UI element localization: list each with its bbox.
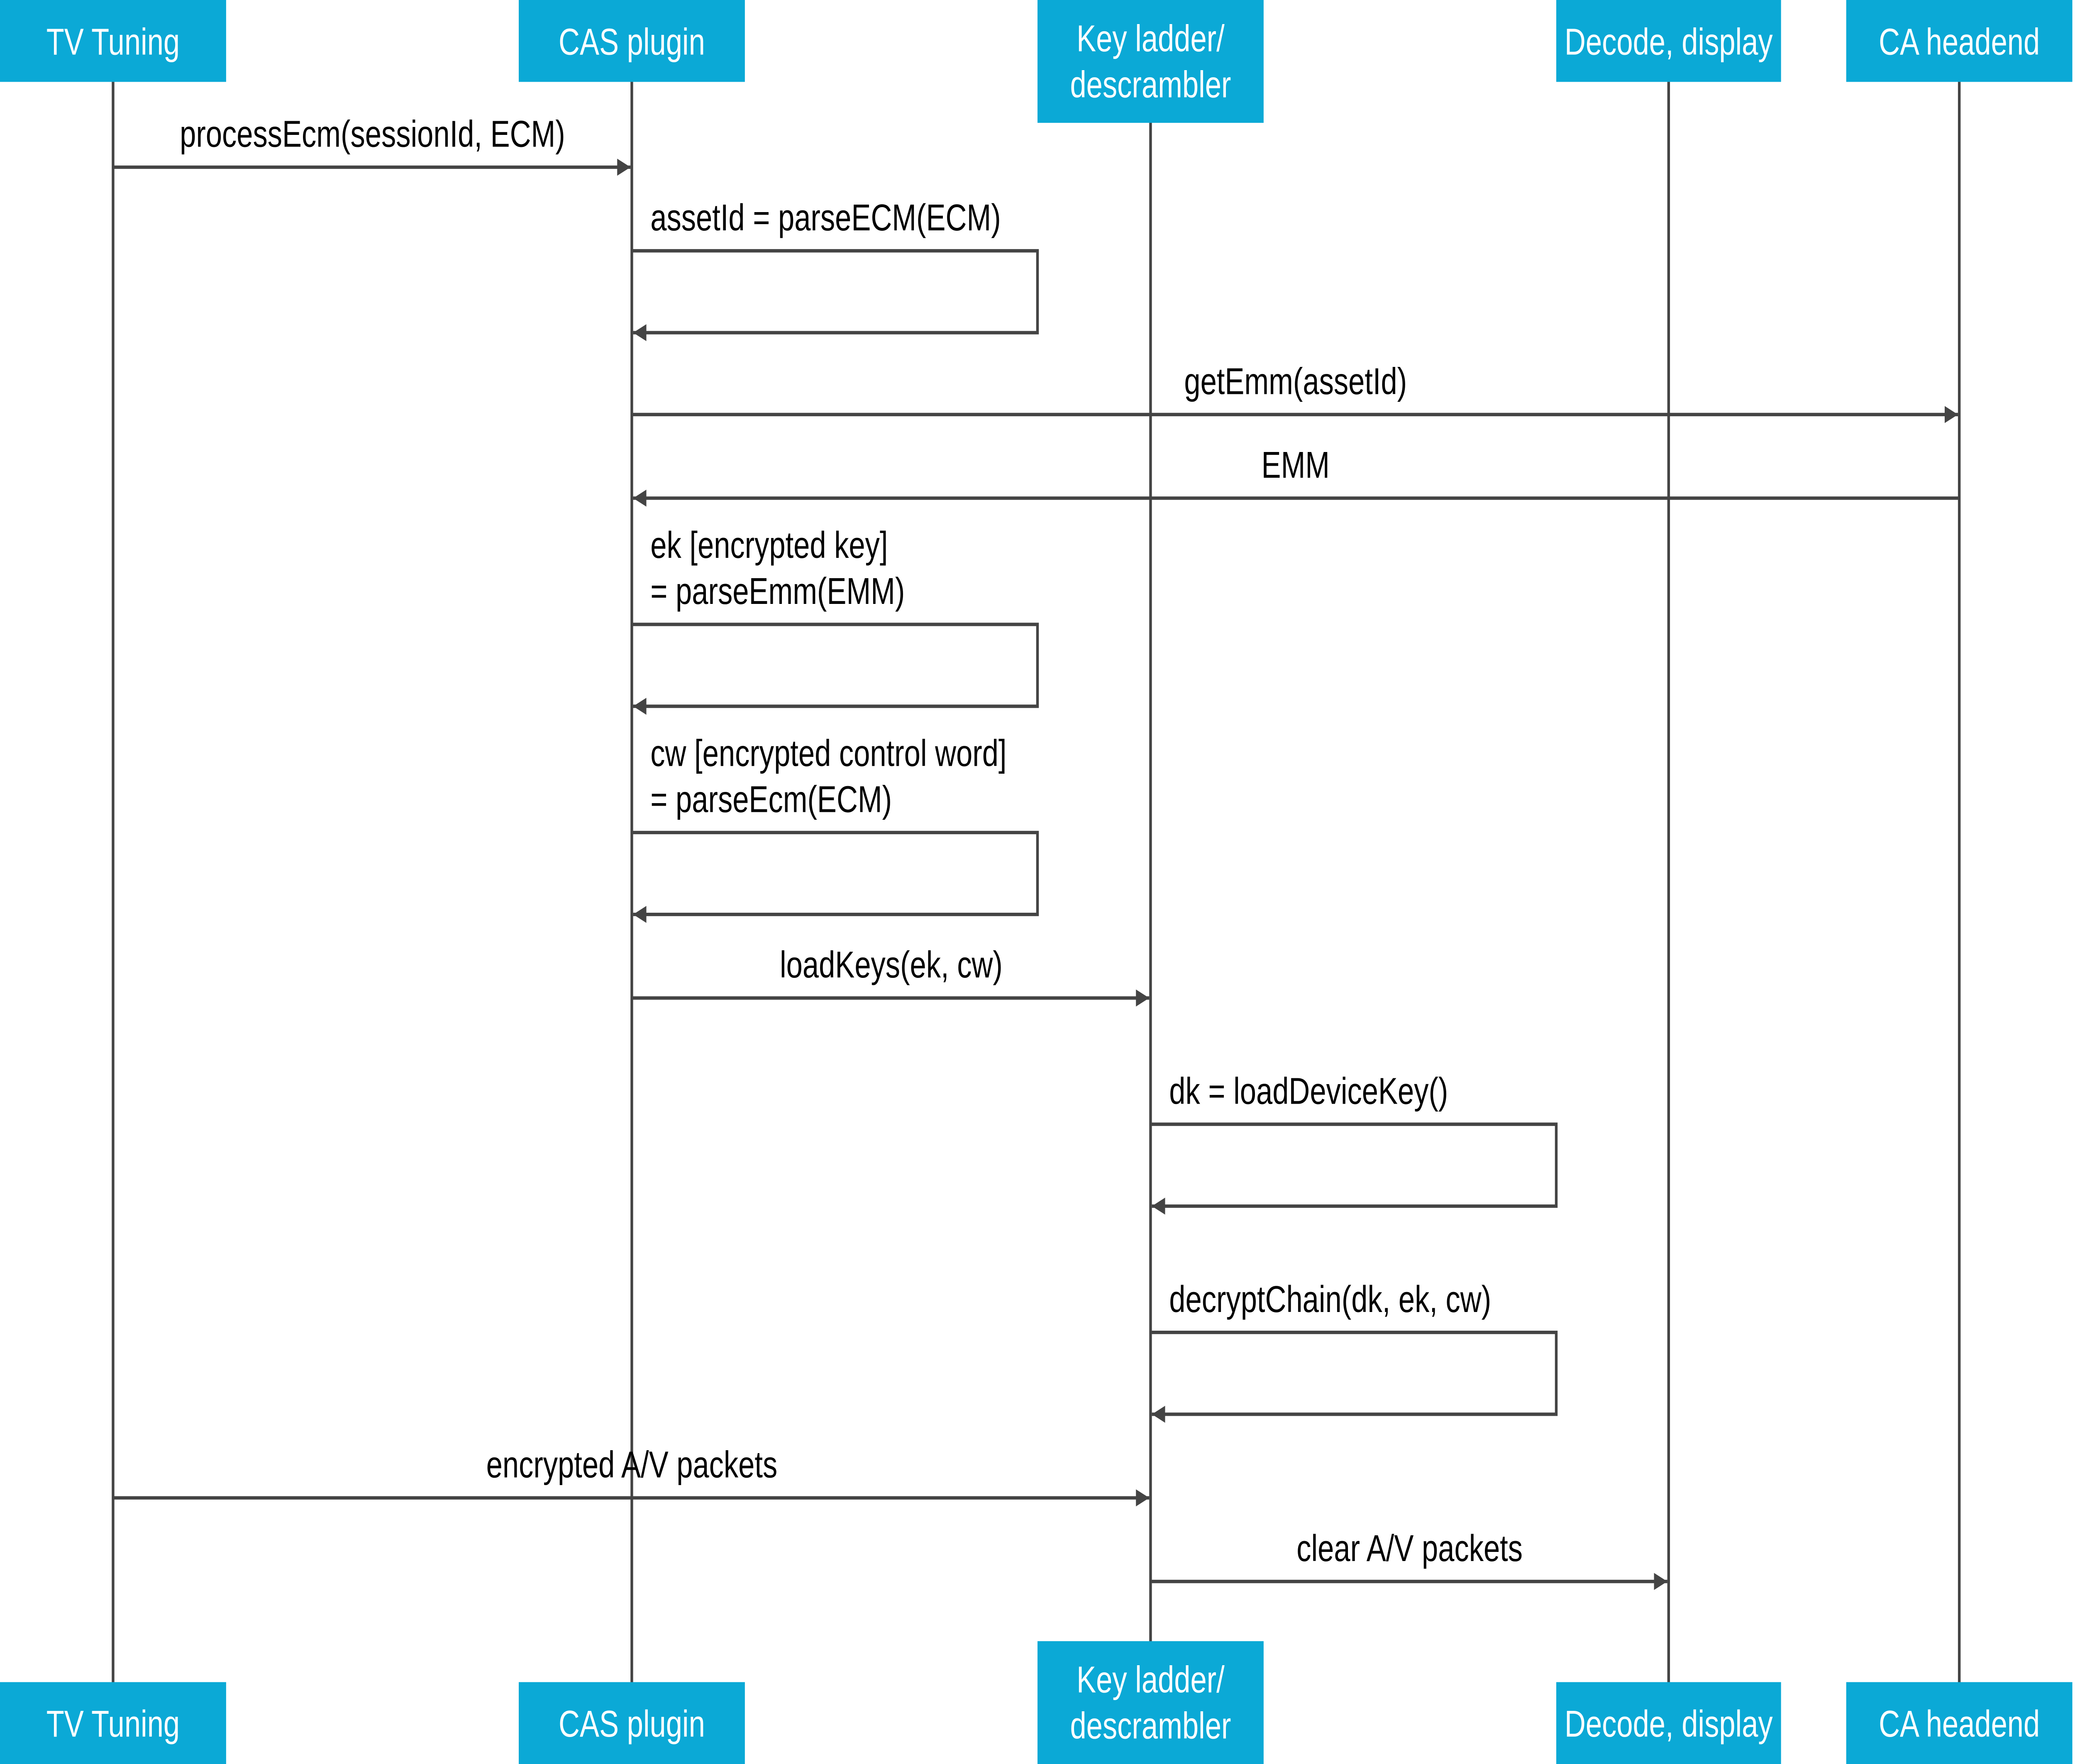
participant-bottom-ca: CA headend xyxy=(1846,1682,2073,1764)
participant-label: descrambler xyxy=(1070,1705,1231,1747)
participant-label: Decode, display xyxy=(1565,1703,1773,1745)
message-5: ek [encrypted key] = parseEmm(EMM) xyxy=(632,525,1039,715)
message-label: = parseEcm(ECM) xyxy=(650,779,892,820)
message-3: getEmm(assetId) xyxy=(632,361,1958,423)
participant-top-tv: TV Tuning xyxy=(0,0,226,82)
participant-top-kl: Key ladder/descrambler xyxy=(1038,0,1264,123)
message-label: EMM xyxy=(1262,445,1330,486)
participant-bottom-dd: Decode, display xyxy=(1556,1682,1781,1764)
message-label: clear A/V packets xyxy=(1296,1528,1523,1569)
message-label: encrypted A/V packets xyxy=(486,1444,778,1485)
message-7: loadKeys(ek, cw) xyxy=(632,944,1150,1007)
participant-top-dd: Decode, display xyxy=(1556,0,1781,82)
message-label: loadKeys(ek, cw) xyxy=(780,944,1003,986)
self-message-arrow xyxy=(632,249,1039,342)
message-6: cw [encrypted control word] = parseEcm(EC… xyxy=(632,733,1039,923)
participant-top-ca: CA headend xyxy=(1846,0,2073,82)
message-label: decryptChain(dk, ek, cw) xyxy=(1169,1278,1491,1320)
participant-label: TV Tuning xyxy=(46,1703,180,1745)
participant-label: CA headend xyxy=(1879,21,2040,63)
message-8: dk = loadDeviceKey() xyxy=(1150,1070,1558,1215)
self-message-arrow xyxy=(1150,1330,1558,1423)
message-1: processEcm(sessionId, ECM) xyxy=(113,113,631,176)
message-label: cw [encrypted control word] xyxy=(650,733,1006,774)
participant-label: CAS plugin xyxy=(559,21,705,63)
participant-bottom-tv: TV Tuning xyxy=(0,1682,226,1764)
message-label: ek [encrypted key] xyxy=(650,525,888,566)
participant-label: Key ladder/ xyxy=(1077,18,1225,59)
participant-label: Key ladder/ xyxy=(1077,1659,1225,1700)
self-message-arrow xyxy=(632,831,1039,923)
message-4: EMM xyxy=(633,445,1960,507)
participant-label: descrambler xyxy=(1070,64,1231,105)
message-label: getEmm(assetId) xyxy=(1184,361,1407,402)
message-label: processEcm(sessionId, ECM) xyxy=(180,113,565,155)
participant-label: CAS plugin xyxy=(559,1703,705,1745)
message-10: encrypted A/V packets xyxy=(113,1444,1150,1507)
message-label: = parseEmm(EMM) xyxy=(650,571,905,612)
participant-label: CA headend xyxy=(1879,1703,2040,1745)
participant-label: Decode, display xyxy=(1565,21,1773,63)
message-label: assetId = parseECM(ECM) xyxy=(650,197,1001,239)
participant-label: TV Tuning xyxy=(46,21,180,63)
self-message-arrow xyxy=(1150,1122,1558,1215)
self-message-arrow xyxy=(632,623,1039,715)
message-11: clear A/V packets xyxy=(1150,1528,1667,1590)
message-2: assetId = parseECM(ECM) xyxy=(632,197,1039,342)
participant-bottom-cas: CAS plugin xyxy=(519,1682,745,1764)
participant-top-cas: CAS plugin xyxy=(519,0,745,82)
message-label: dk = loadDeviceKey() xyxy=(1169,1070,1448,1112)
message-9: decryptChain(dk, ek, cw) xyxy=(1150,1278,1558,1423)
participant-bottom-kl: Key ladder/descrambler xyxy=(1038,1641,1264,1764)
